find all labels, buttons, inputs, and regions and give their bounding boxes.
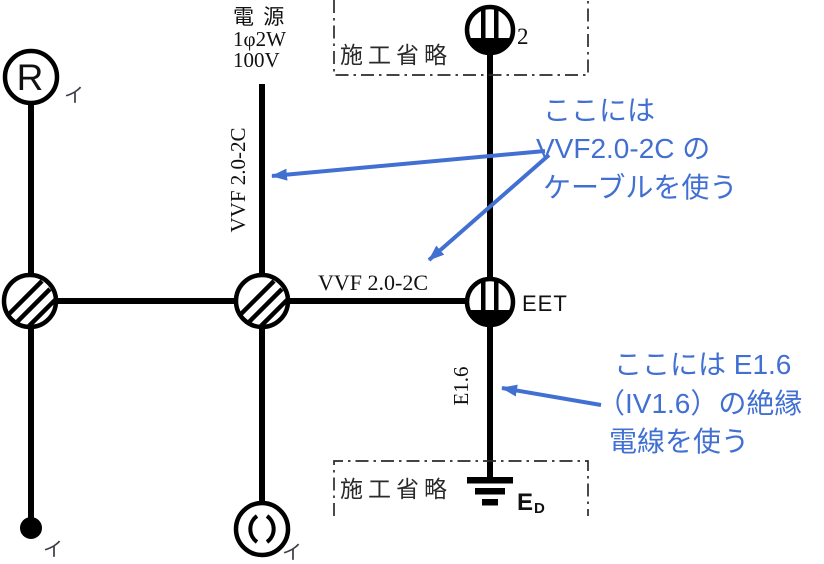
eet-bar-right [494, 280, 499, 313]
switch-kana-label: イ [43, 539, 63, 561]
outlet-top-fill [468, 38, 512, 54]
wire-note-line1: ここには E1.6 [614, 349, 791, 380]
annotation-cable-note: ここには VVF2.0-2C の ケーブルを使う [536, 95, 737, 203]
eet-bar-left [481, 280, 486, 313]
arrow-to-horizontal-vvf-icon [427, 153, 551, 262]
wire-note-line3: 電線を使う [609, 426, 749, 457]
switch-dot [20, 517, 42, 539]
ground-bar-2 [475, 488, 505, 495]
eet-label: EET [522, 291, 568, 316]
construction-omitted-label-bottom: 施工省略 [340, 477, 452, 502]
outlet-symbol-top: 2 [464, 4, 529, 56]
eet-outlet-symbol: EET [464, 276, 568, 328]
junction-box-right [233, 272, 291, 330]
junction-box-left [1, 272, 59, 330]
lamp-r-letter: R [17, 57, 44, 98]
vvf-cable-label-vertical: VVF 2.0-2C [226, 127, 250, 232]
power-source-name: 電 源 [233, 5, 286, 29]
switch-symbol: イ [20, 517, 63, 561]
cable-note-line3: ケーブルを使う [543, 172, 737, 203]
lamp-r-symbol: R イ [2, 48, 84, 107]
cable-note-line2: VVF2.0-2C の [536, 133, 710, 164]
earth-label-e: E [517, 489, 533, 516]
ground-bar-1 [467, 477, 513, 484]
wires [28, 51, 493, 519]
chain-border-top-box [333, 0, 589, 76]
ceiling-rose-kana-label: イ [282, 542, 302, 564]
ceiling-rose-right-arc [265, 514, 276, 544]
annotation-arrows [271, 149, 602, 407]
outlet-top-bar-right [494, 8, 499, 41]
arrow-to-vertical-vvf-icon [271, 149, 546, 181]
ceiling-rose-symbol: イ [233, 500, 302, 564]
chain-border-bottom-box [333, 460, 589, 516]
outlet-top-bar-left [481, 8, 486, 41]
construction-omitted-label-top: 施工省略 [340, 43, 452, 68]
power-source-label: 電 源 1φ2W 100V [233, 5, 286, 72]
power-source-phase: 1φ2W [233, 27, 286, 51]
construction-omitted-box-bottom: 施工省略 [333, 460, 589, 516]
e16-wire-label: E1.6 [449, 366, 473, 405]
annotation-wire-note: ここには E1.6 （IV1.6）の絶縁 電線を使う [597, 349, 802, 457]
junction-box-left-circle [1, 272, 59, 330]
cable-note-line1: ここには [543, 95, 655, 126]
arrow-to-e16-icon [501, 384, 602, 407]
lamp-r-kana-label: イ [64, 85, 84, 107]
ground-symbol: E D [467, 477, 545, 517]
ground-bar-3 [482, 499, 498, 506]
vvf-cable-label-horizontal: VVF 2.0-2C [318, 270, 428, 295]
eet-fill [468, 310, 512, 326]
earth-label-sub-d: D [534, 500, 545, 517]
construction-omitted-box-top: 施工省略 [333, 0, 589, 76]
ceiling-rose-circle [233, 500, 291, 558]
junction-box-right-circle [233, 272, 291, 330]
outlet-count-label: 2 [517, 24, 529, 49]
ceiling-rose-left-arc [248, 514, 259, 544]
wire-note-line2: （IV1.6）の絶縁 [597, 388, 802, 419]
lamp-r-circle [2, 48, 60, 106]
power-source-voltage: 100V [233, 48, 280, 72]
